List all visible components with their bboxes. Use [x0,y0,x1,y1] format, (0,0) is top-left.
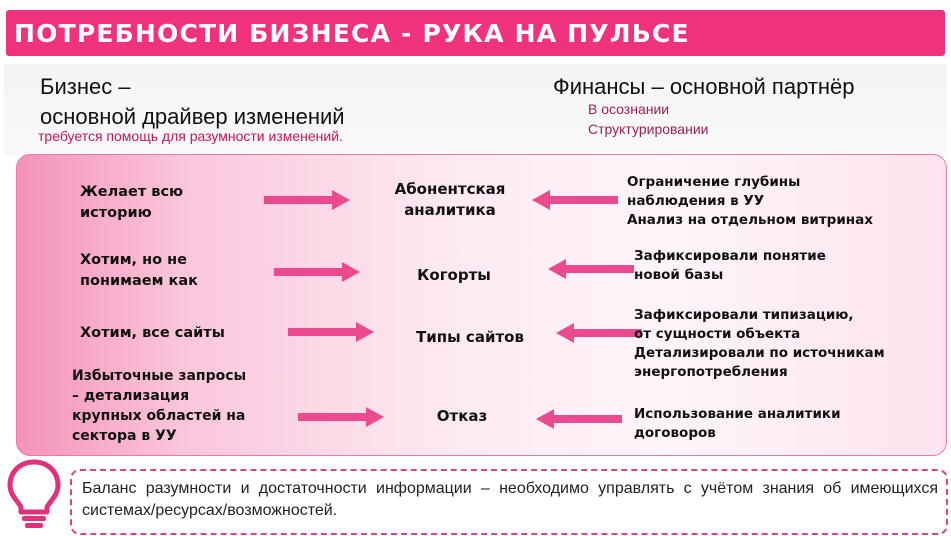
text-line: договоров [634,425,716,441]
needs-panel [16,154,947,456]
business-heading-line1: Бизнес – [40,74,131,99]
footer-note-box [70,469,948,535]
arrow-left-icon [548,259,634,279]
row-3-analytics: Типы сайтов [392,327,548,348]
text-line: Абонентская [394,180,506,198]
business-subtitle: требуется помощь для разумности изменени… [38,128,343,144]
row-2-finance-solution: Зафиксировали понятие новой базы [634,247,826,285]
text-line: сектора в УУ [72,428,177,444]
arrow-left-icon [536,409,622,429]
page-title: ПОТРЕБНОСТИ БИЗНЕСА - РУКА НА ПУЛЬСЕ [14,19,690,48]
text-line: Избыточные запросы [72,368,247,384]
row-2-business-need: Хотим, но не понимаем как [80,250,198,292]
text-line: крупных областей на [72,408,246,424]
text-line: Анализ на отдельном витринах [627,212,873,228]
finance-item: Структурировании [588,121,709,137]
finance-heading: Финансы – основной партнёр [553,74,855,99]
row-1-analytics: Абонентская аналитика [372,179,528,221]
lightbulb-icon [7,459,61,528]
text-line: от сущности объекта [634,326,801,342]
text-line: Желает всю [80,184,184,200]
text-line: Использование аналитики [634,406,841,422]
footer-note: Баланс разумности и достаточности информ… [82,480,938,519]
business-heading-line2: основной драйвер изменений [40,104,345,129]
text-line: Зафиксировали понятие [634,248,826,264]
title-banner [6,10,945,56]
text-line: Ограничение глубины [627,174,801,190]
text-line: историю [80,205,152,221]
text-line: Хотим, все сайты [80,325,225,341]
business-heading: Бизнес – основной драйвер изменений [40,72,345,132]
row-4-finance-solution: Использование аналитики договоров [634,405,841,443]
text-line: – детализация [72,388,190,404]
row-2-analytics: Когорты [376,265,532,286]
text-line: энергопотребления [634,364,788,380]
text-line: Когорты [417,266,491,284]
text-line: аналитика [404,201,496,219]
row-4-business-need: Избыточные запросы – детализация крупных… [72,366,246,446]
arrow-left-icon [556,323,642,343]
arrow-right-icon [288,322,374,342]
arrow-right-icon [298,407,384,427]
arrow-right-icon [274,262,360,282]
row-3-finance-solution: Зафиксировали типизацию, от сущности объ… [634,306,885,382]
header-panel [4,64,947,156]
arrow-left-icon [532,190,618,210]
text-line: Отказ [436,407,488,425]
text-line: новой базы [634,267,724,283]
text-line: понимаем как [80,273,198,289]
text-line: Хотим, но не [80,252,187,268]
row-4-analytics: Отказ [384,406,540,427]
row-1-business-need: Желает всю историю [80,182,183,224]
row-3-business-need: Хотим, все сайты [80,323,225,344]
arrow-right-icon [264,190,350,210]
text-line: наблюдения в УУ [627,193,765,209]
text-line: Детализировали по источникам [634,345,885,361]
row-1-finance-solution: Ограничение глубины наблюдения в УУ Анал… [627,173,873,230]
text-line: Зафиксировали типизацию, [634,307,854,323]
finance-item: В осознании [588,101,670,117]
text-line: Типы сайтов [416,328,524,346]
